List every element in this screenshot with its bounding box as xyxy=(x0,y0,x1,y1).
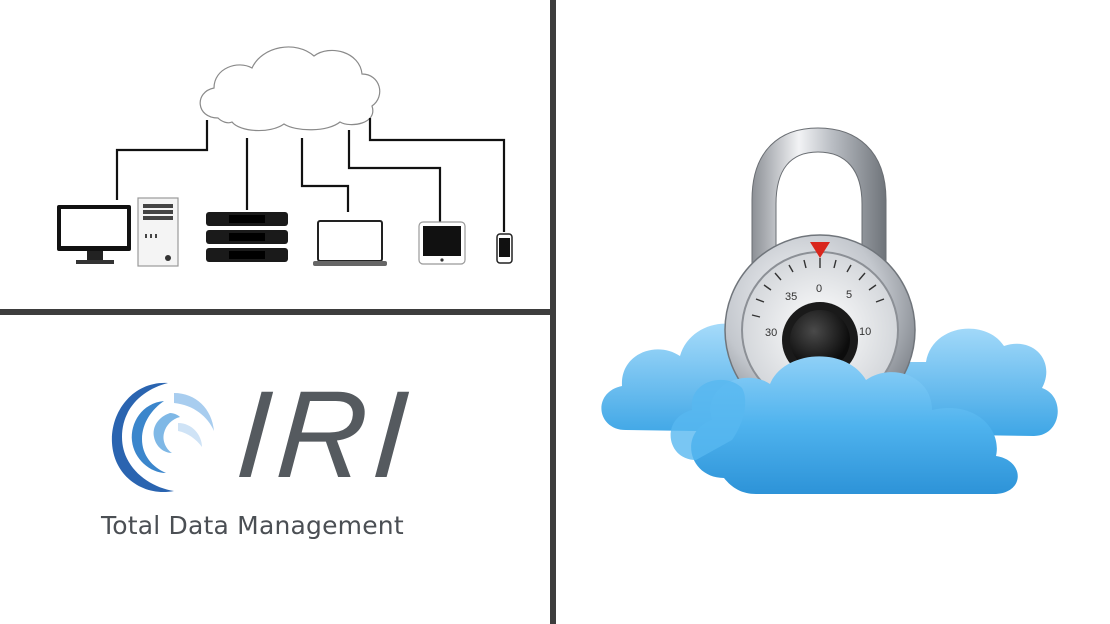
dial-indicator-triangle xyxy=(810,242,830,258)
iri-swirl-icon xyxy=(111,382,214,493)
phone-icon xyxy=(496,233,513,264)
dial-number-10: 10 xyxy=(859,326,871,338)
connection-lines xyxy=(115,118,506,232)
tower-server-icon xyxy=(137,197,179,267)
tablet-icon xyxy=(418,221,466,265)
iri-logo: IRI Total Data Management xyxy=(0,315,550,624)
vertical-divider xyxy=(550,0,556,624)
combination-dial xyxy=(751,258,885,318)
rack-server-icon xyxy=(206,212,288,262)
cloud-icon xyxy=(199,46,381,132)
monitor-icon xyxy=(57,205,131,264)
padlock-cloud-illustration: 35 0 5 10 30 xyxy=(556,0,1110,624)
dial-number-5: 5 xyxy=(846,289,852,301)
dial-number-35: 35 xyxy=(785,291,797,303)
horizontal-divider xyxy=(0,309,553,315)
laptop-icon xyxy=(313,220,387,266)
front-cloud-icon xyxy=(670,356,1018,494)
logo-tagline: Total Data Management xyxy=(101,511,404,540)
cloud-network-illustration xyxy=(0,0,550,309)
dial-number-0: 0 xyxy=(816,283,822,295)
dial-numbers: 35 0 5 10 30 xyxy=(765,283,871,339)
iri-wordmark: IRI xyxy=(232,366,419,504)
dial-number-30: 30 xyxy=(765,327,777,339)
